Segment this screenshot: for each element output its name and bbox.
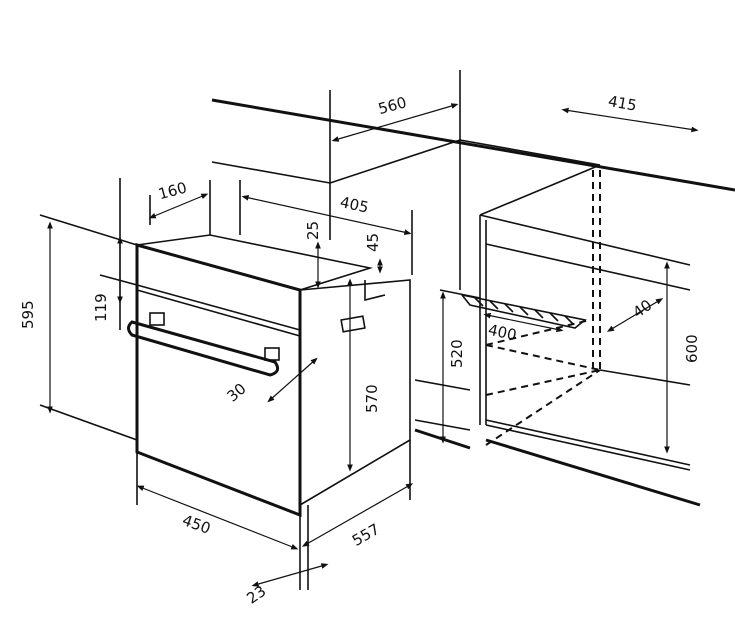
label-30: 30 — [223, 380, 249, 406]
label-160: 160 — [156, 178, 188, 203]
label-45: 45 — [364, 233, 382, 252]
label-400: 400 — [487, 321, 519, 345]
dimension-lines — [39, 103, 699, 590]
label-23: 23 — [243, 582, 269, 608]
label-40: 40 — [629, 296, 655, 322]
label-570: 570 — [363, 384, 381, 413]
label-119: 119 — [92, 293, 110, 322]
label-600: 600 — [683, 334, 701, 363]
label-405: 405 — [338, 193, 370, 217]
oven-handle — [127, 312, 280, 377]
label-595: 595 — [19, 300, 37, 329]
label-25: 25 — [304, 221, 322, 240]
label-560: 560 — [376, 93, 408, 118]
label-450: 450 — [180, 511, 213, 538]
label-557: 557 — [349, 520, 383, 550]
label-520: 520 — [448, 339, 466, 368]
label-415: 415 — [607, 92, 638, 115]
hidden-lines — [485, 170, 601, 446]
dimension-labels: 560 415 160 405 25 45 595 119 30 570 520… — [19, 92, 701, 607]
oven — [127, 234, 411, 518]
